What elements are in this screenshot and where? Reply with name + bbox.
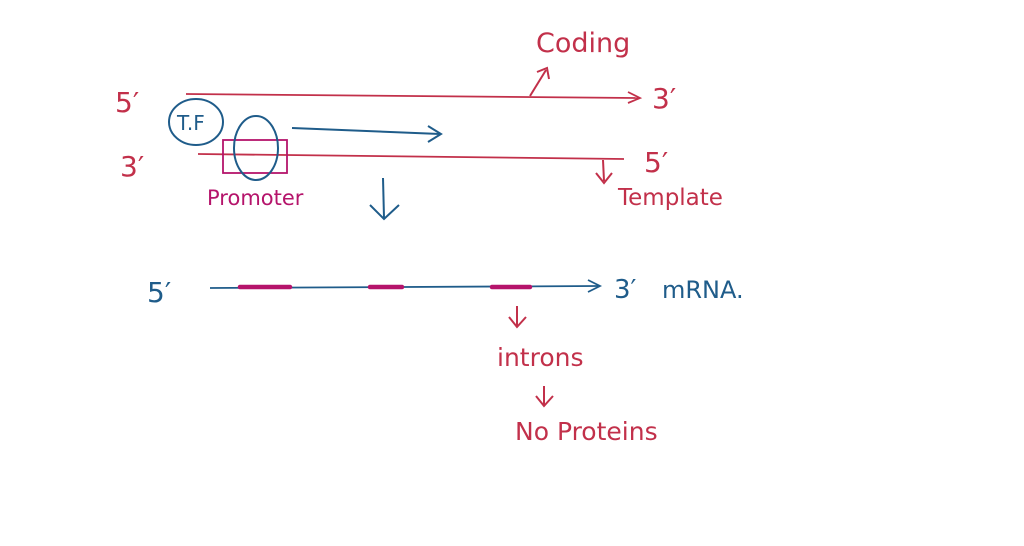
coding-strand-arrowhead xyxy=(627,91,643,104)
promoter-label: Promoter xyxy=(207,186,304,210)
introns-arrowhead xyxy=(508,316,527,329)
mrna-left-end-label: 5′ xyxy=(147,276,171,309)
template-label: Template xyxy=(617,185,723,211)
template-pointer-arrow xyxy=(602,159,605,182)
coding-pointer-arrow xyxy=(529,69,547,97)
introns-label: introns xyxy=(497,343,584,372)
proteins-arrowhead xyxy=(535,395,554,408)
coding-strand-line xyxy=(185,93,639,99)
top-left-end-label: 5′ xyxy=(115,86,139,119)
transcription-down-arrow xyxy=(382,177,385,219)
template-pointer-arrowhead xyxy=(595,172,613,185)
no-proteins-label: No Proteins xyxy=(515,417,658,446)
transcription-down-arrowhead xyxy=(369,204,400,221)
tf-label: T.F xyxy=(176,111,205,135)
bottom-right-end-label: 5′ xyxy=(644,146,668,179)
transcription-direction-arrow xyxy=(291,127,441,135)
tf-circle xyxy=(168,98,224,146)
template-strand-line xyxy=(197,153,625,160)
mrna-arrowhead xyxy=(587,279,603,293)
coding-pointer-arrowhead xyxy=(536,66,550,80)
promoter-box xyxy=(222,139,288,174)
bottom-left-end-label: 3′ xyxy=(120,150,144,183)
transcription-direction-arrowhead xyxy=(427,125,443,143)
polymerase-oval xyxy=(233,115,279,181)
mrna-label: mRNA. xyxy=(662,276,744,304)
mrna-right-end-label: 3′ xyxy=(614,275,637,305)
top-right-end-label: 3′ xyxy=(652,82,676,115)
coding-label: Coding xyxy=(536,28,630,59)
